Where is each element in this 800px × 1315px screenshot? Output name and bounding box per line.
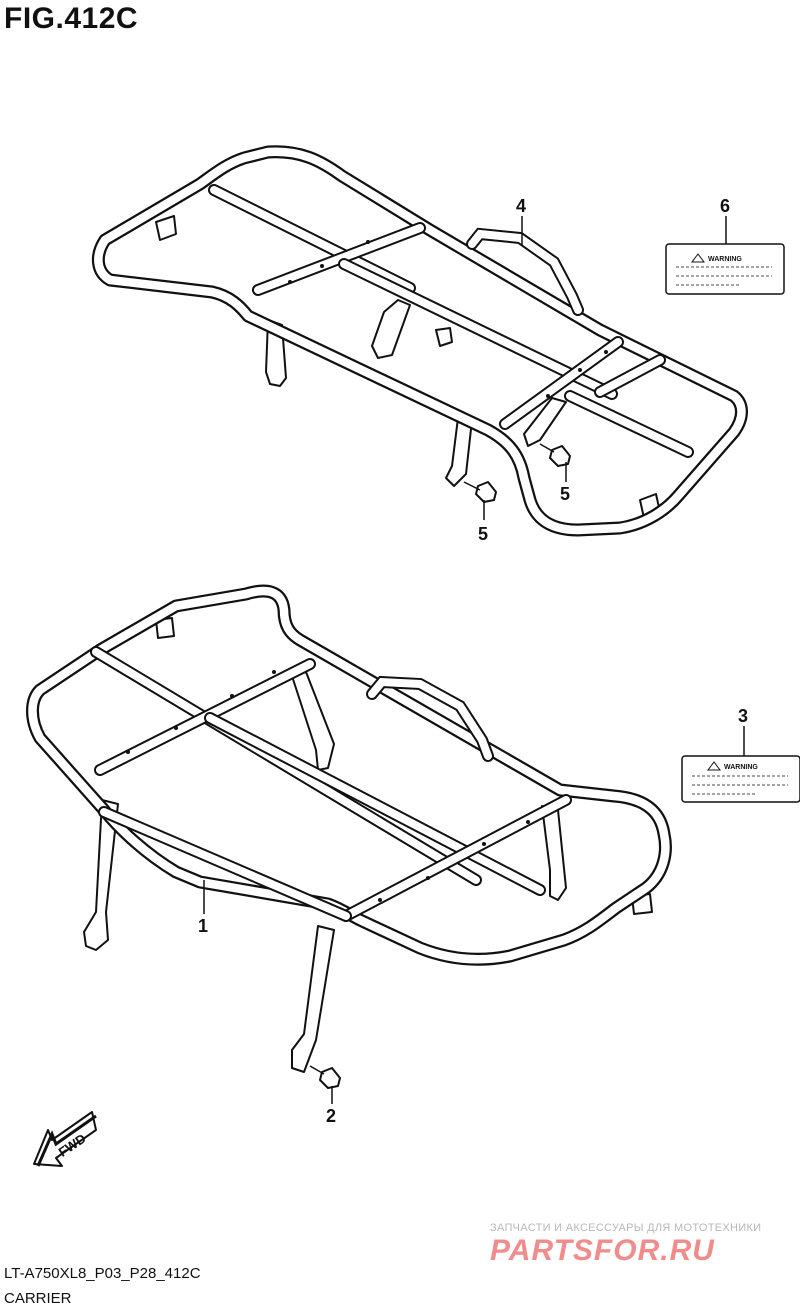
front-carrier-leg xyxy=(541,805,567,901)
callout-1[interactable]: 1 xyxy=(198,916,208,936)
bolt-icon[interactable] xyxy=(539,443,571,467)
bolt-icon[interactable] xyxy=(463,481,497,503)
front-carrier-outer-frame xyxy=(26,584,672,966)
bolt-icon[interactable] xyxy=(309,1065,341,1089)
callout-2[interactable]: 2 xyxy=(326,1106,336,1126)
front-carrier-leg xyxy=(291,671,335,771)
diagram-caption: CARRIER xyxy=(4,1290,72,1307)
callout-6[interactable]: 6 xyxy=(720,196,730,216)
fwd-arrow-icon: FWD xyxy=(33,1111,97,1167)
rear-carrier-leg xyxy=(371,299,411,359)
watermark-brand: PARTSFOR.RU xyxy=(490,1234,715,1267)
warning-label-3[interactable]: WARNING xyxy=(681,755,800,803)
warning-label-text: WARNING xyxy=(724,764,758,771)
rear-carrier-tab xyxy=(155,215,177,241)
rear-carrier-tab xyxy=(435,327,453,347)
warning-label-text: WARNING xyxy=(708,256,742,263)
diagram-code: LT-A750XL8_P03_P28_412C xyxy=(4,1265,201,1282)
rear-carrier-leg xyxy=(445,417,473,487)
rear-carrier-rack[interactable] xyxy=(91,145,748,537)
callout-5[interactable]: 5 xyxy=(478,524,488,544)
callout-4[interactable]: 4 xyxy=(516,196,526,216)
rear-carrier-leg xyxy=(523,397,567,447)
front-carrier-leg xyxy=(83,799,119,951)
warning-label-6[interactable]: WARNING xyxy=(665,243,785,295)
front-carrier-rack[interactable] xyxy=(26,584,672,1073)
callout-5[interactable]: 5 xyxy=(560,484,570,504)
figure-title: FIG.412C xyxy=(4,2,139,35)
front-carrier-leg xyxy=(291,925,335,1073)
callout-3[interactable]: 3 xyxy=(738,706,748,726)
rear-carrier-outer-frame xyxy=(91,145,748,537)
watermark-tagline: ЗАПЧАСТИ И АКСЕССУАРЫ ДЛЯ МОТОТЕХНИКИ xyxy=(490,1222,762,1234)
